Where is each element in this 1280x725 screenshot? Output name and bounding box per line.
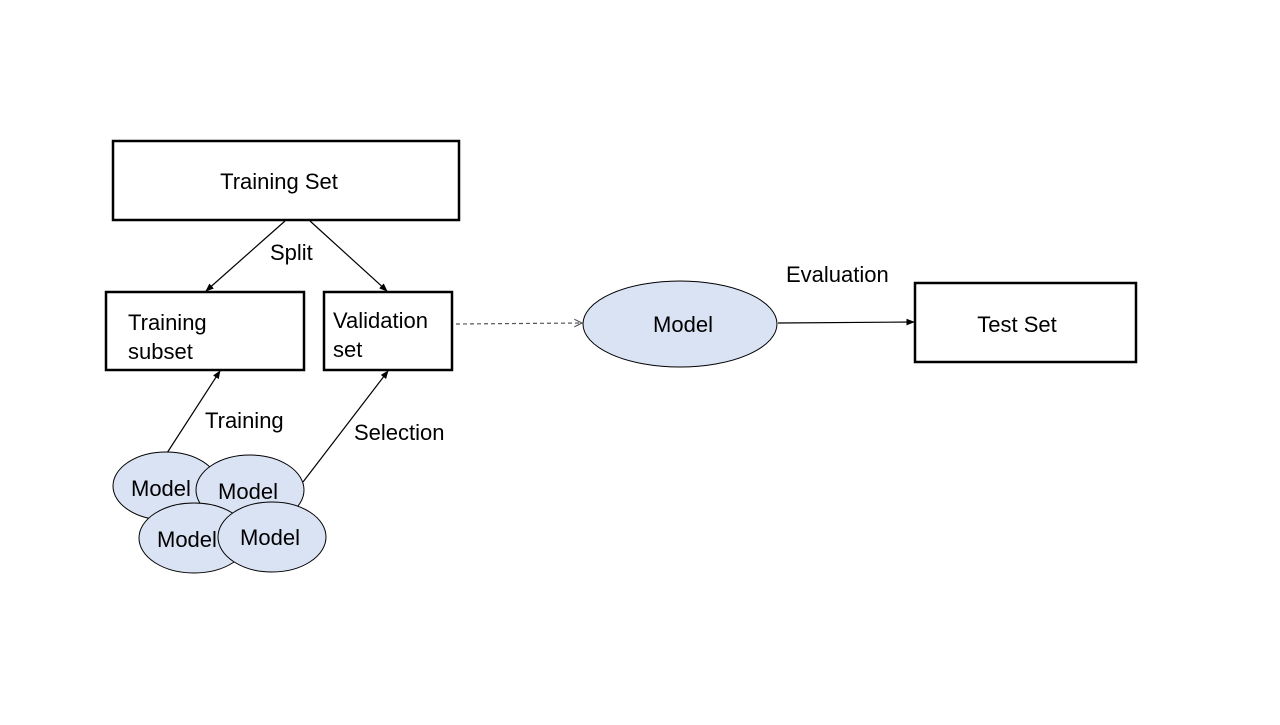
evaluation-arrow [777,318,915,326]
candidate-model-4: Model [217,501,327,573]
test-set-label: Test Set [977,312,1056,337]
validation-set-label-line2: set [333,337,362,362]
candidate-model-4-label: Model [240,525,300,550]
training-subset-node: Training subset [104,290,306,372]
validation-set-node: Validation set [322,290,454,372]
validation-to-model-dashed-arrow [455,323,582,324]
candidate-model-1-label: Model [131,476,191,501]
candidate-models-cluster: Model Model Model Model [112,451,327,574]
candidate-model-3-label: Model [157,527,217,552]
selection-arrow [302,370,389,483]
training-arrow [166,370,221,454]
validation-set-label-line1: Validation [333,308,428,333]
training-set-node: Training Set [111,139,461,222]
final-model-node: Model [582,280,778,368]
split-edge-label: Split [270,240,313,265]
final-model-label: Model [653,312,713,337]
training-edge-label: Training [205,408,284,433]
candidate-model-2-label: Model [218,479,278,504]
selection-edge-label: Selection [354,420,445,445]
split-arrow-to-validation-set [309,220,388,292]
candidate-model-3: Model [138,502,250,574]
training-subset-label-line1: Training [128,310,207,335]
evaluation-edge-label: Evaluation [786,262,889,287]
training-set-label: Training Set [220,169,338,194]
split-arrow-to-training-subset [205,220,286,292]
training-subset-label-line2: subset [128,339,193,364]
test-set-node: Test Set [913,281,1138,364]
